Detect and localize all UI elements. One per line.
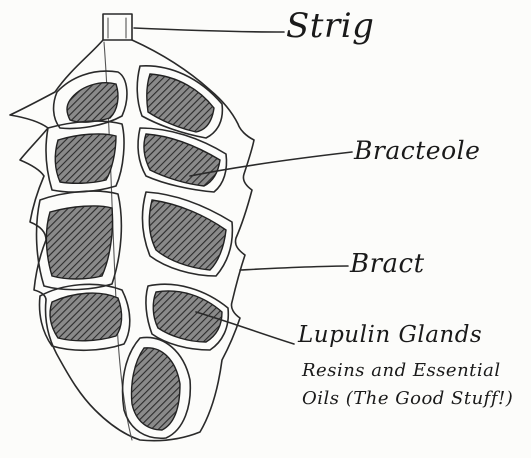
- lupulin-gland: [67, 83, 118, 122]
- strig-leader-line: [134, 28, 284, 32]
- bract-label: Bract: [350, 249, 425, 279]
- lupulin-gland: [132, 348, 181, 430]
- lupulin-description-line-1: Resins and Essential: [302, 360, 501, 381]
- lupulin-description-line-2: Oils (The Good Stuff!): [302, 388, 513, 409]
- strig-stem: [103, 14, 132, 40]
- lupulin-gland: [55, 134, 116, 183]
- bracteole-label: Bracteole: [354, 136, 480, 165]
- lupulin-gland: [149, 200, 226, 270]
- bract-row-4: [40, 284, 229, 350]
- bract-leader-line: [240, 266, 348, 270]
- lupulin-gland: [144, 134, 220, 186]
- lupulin-gland: [46, 206, 112, 279]
- lupulin-gland: [50, 293, 122, 341]
- bract-bottom: [123, 337, 191, 438]
- strig-label: Strig: [286, 6, 374, 46]
- lupulin-glands-label: Lupulin Glands: [298, 322, 482, 348]
- bract-row-1: [54, 66, 223, 138]
- bract-row-3: [37, 191, 233, 290]
